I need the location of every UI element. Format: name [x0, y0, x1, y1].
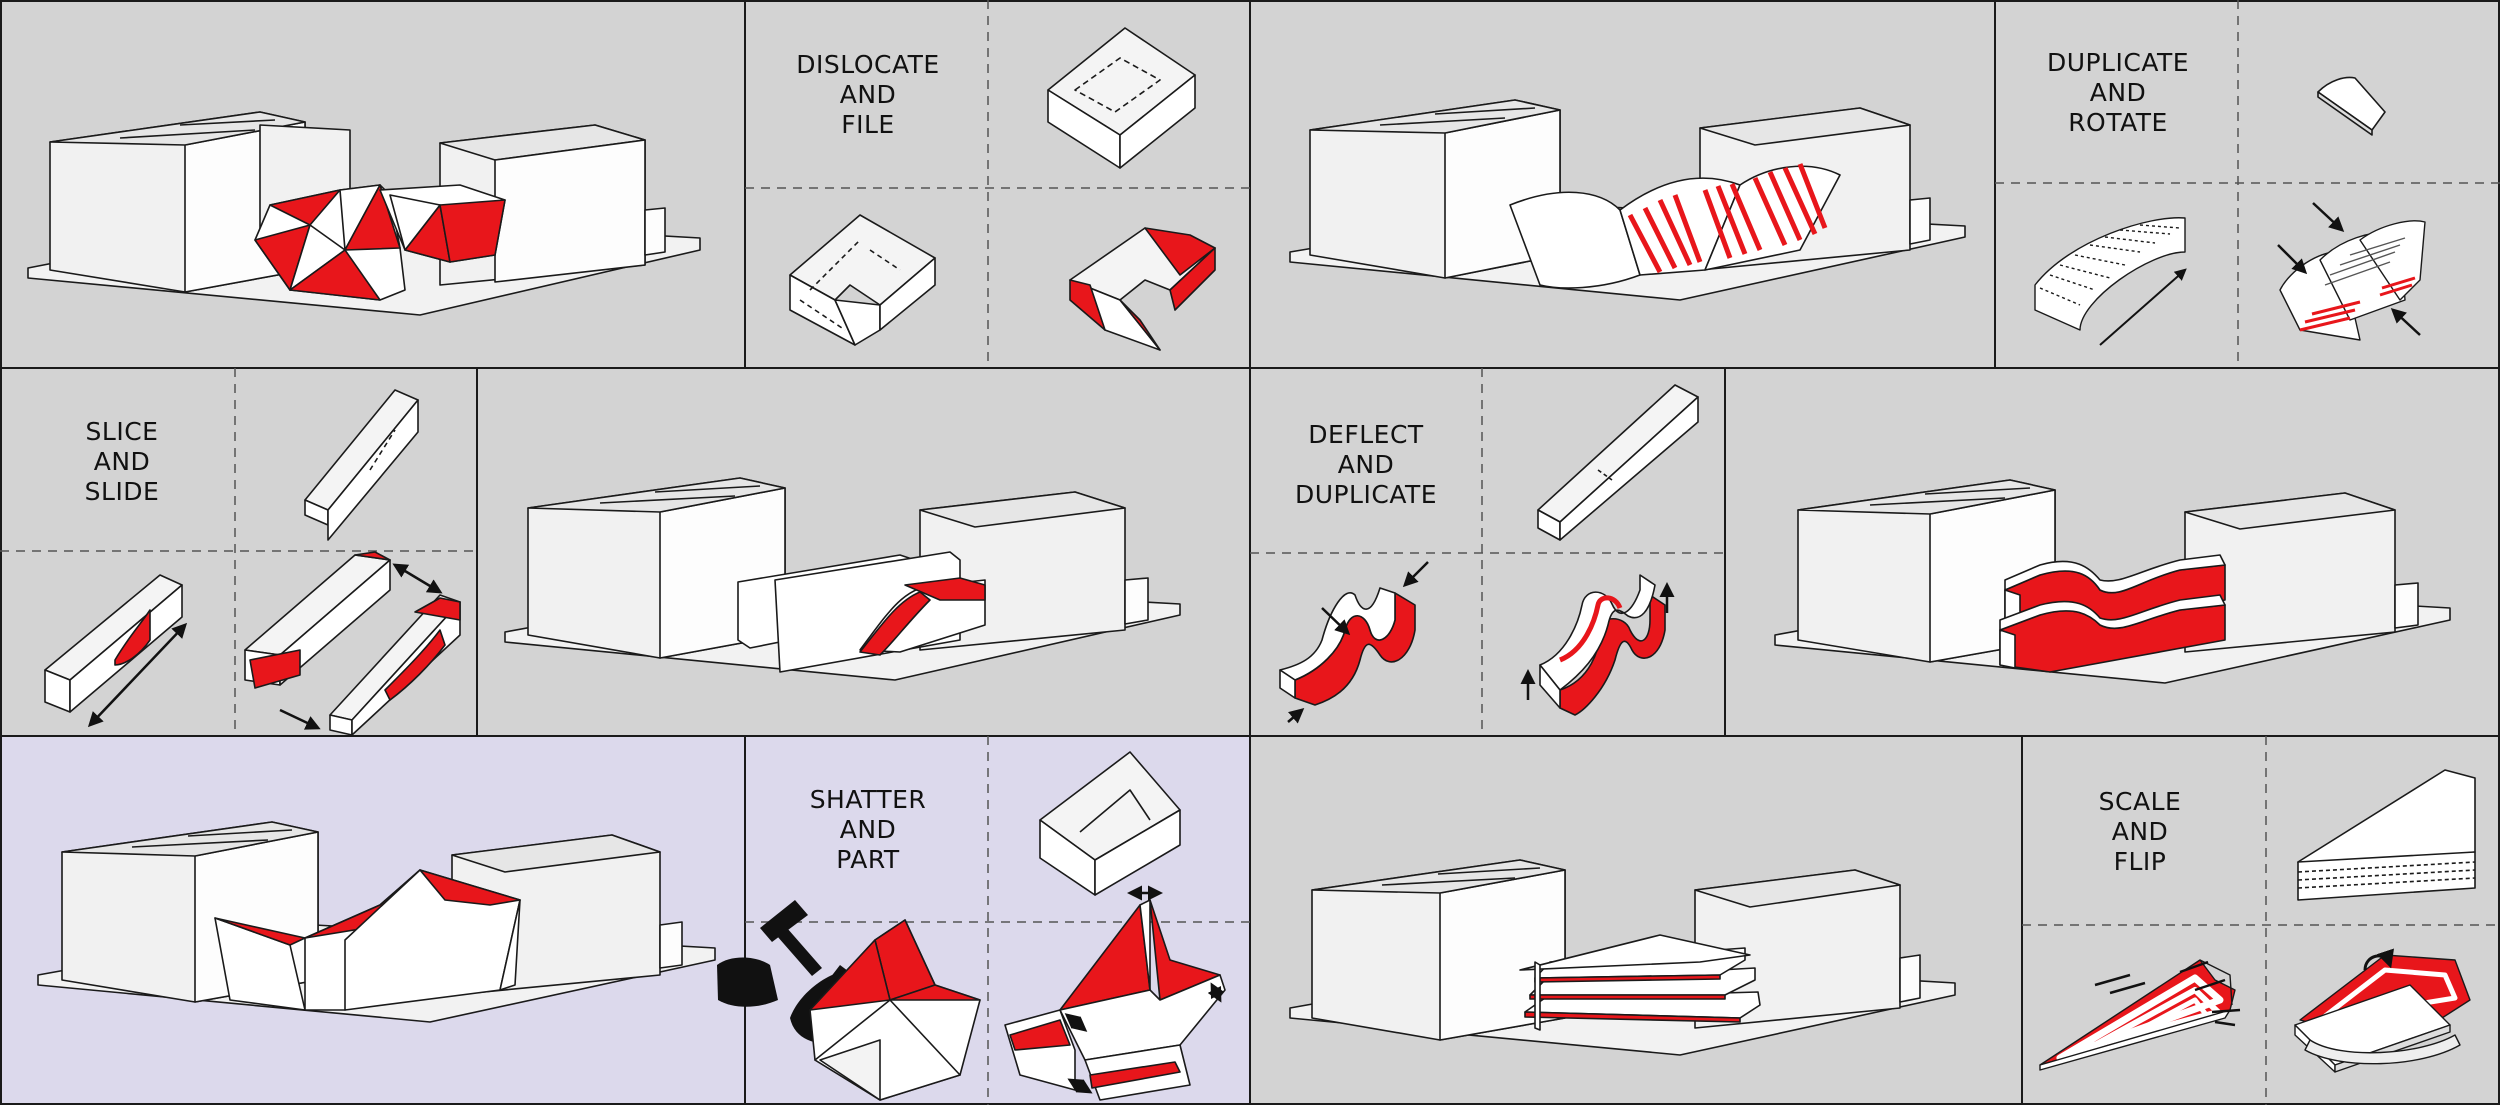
part-arrows: [1064, 885, 1225, 1094]
scale-tick-arrows: [2094, 960, 2241, 1027]
block-shatter-top: [1039, 751, 1181, 896]
pyramid-scaled-stack: [2039, 959, 2236, 1071]
label-line: SCALE: [2098, 787, 2182, 816]
pyramid-flipped: [2294, 948, 2471, 1073]
label-line: DUPLICATE: [1294, 480, 1438, 509]
bar-deflect-top: [1537, 384, 1699, 541]
label-line: AND: [2111, 817, 2169, 846]
label-line: AND: [1337, 450, 1395, 479]
wedge-single: [2317, 76, 2386, 136]
label-line: DISLOCATE: [796, 50, 940, 79]
label-duplicate-and-rotate: DUPLICATE AND ROTATE: [2013, 48, 2223, 138]
arrow-icon: [2312, 202, 2345, 233]
label-line: FILE: [841, 110, 895, 139]
block-shatter-split: [809, 919, 981, 1101]
label-line: AND: [2089, 78, 2147, 107]
label-line: ROTATE: [2068, 108, 2168, 137]
bar-slice-slid: [244, 551, 461, 736]
arrow-icon: [87, 622, 188, 728]
arrow-icon: [392, 563, 443, 594]
arrow-icon: [1064, 1013, 1088, 1032]
label-line: SLICE: [85, 417, 159, 446]
label-shatter-and-part: SHATTER AND PART: [763, 785, 973, 875]
label-line: SHATTER: [809, 785, 927, 814]
label-line: DUPLICATE: [2046, 48, 2190, 77]
label-slice-and-slide: SLICE AND SLIDE: [17, 417, 227, 507]
arrow-icon: [1207, 982, 1225, 1003]
site-model-slice: [504, 477, 1181, 681]
label-dislocate-and-file: DISLOCATE AND FILE: [763, 50, 973, 140]
label-line: AND: [93, 447, 151, 476]
deflect-arrows: [1287, 561, 1429, 724]
arrow-icon: [279, 708, 321, 730]
site-model-duplicate: [1289, 99, 1966, 301]
label-line: DEFLECT: [1308, 420, 1424, 449]
site-model-flip: [1289, 859, 1956, 1056]
arrow-icon: [2099, 268, 2187, 346]
site-model-deflect: [1774, 479, 2451, 684]
hammer-icon: [717, 900, 822, 1007]
rotate-arrows: [2277, 202, 2421, 336]
block-dislocate-top: [1047, 27, 1196, 169]
arrow-icon: [1402, 561, 1429, 588]
arrow-icon: [1321, 607, 1351, 636]
site-model-part: [37, 821, 716, 1023]
label-line: SLIDE: [84, 477, 160, 506]
label-line: AND: [839, 80, 897, 109]
arrow-icon: [2390, 307, 2421, 336]
arrow-icon: [1287, 708, 1305, 724]
site-model-shatter: [27, 111, 701, 316]
label-scale-and-flip: SCALE AND FLIP: [2035, 787, 2245, 877]
label-line: AND: [839, 815, 897, 844]
arrow-icon: [1067, 1078, 1093, 1094]
wedge-stack-duplicated: [2034, 217, 2186, 331]
bar-slice-top: [304, 389, 419, 541]
wedge-scale-top: [2297, 769, 2476, 901]
label-line: PART: [836, 845, 900, 874]
block-dislocate-dashed: [789, 214, 936, 346]
wave-deflect-duplicated: [1539, 574, 1666, 716]
block-shatter-parted: [1004, 899, 1226, 1101]
arrow-icon: [2277, 244, 2308, 275]
label-deflect-and-duplicate: DEFLECT AND DUPLICATE: [1261, 420, 1471, 510]
label-line: FLIP: [2113, 847, 2167, 876]
block-dislocate-red: [1069, 227, 1216, 351]
